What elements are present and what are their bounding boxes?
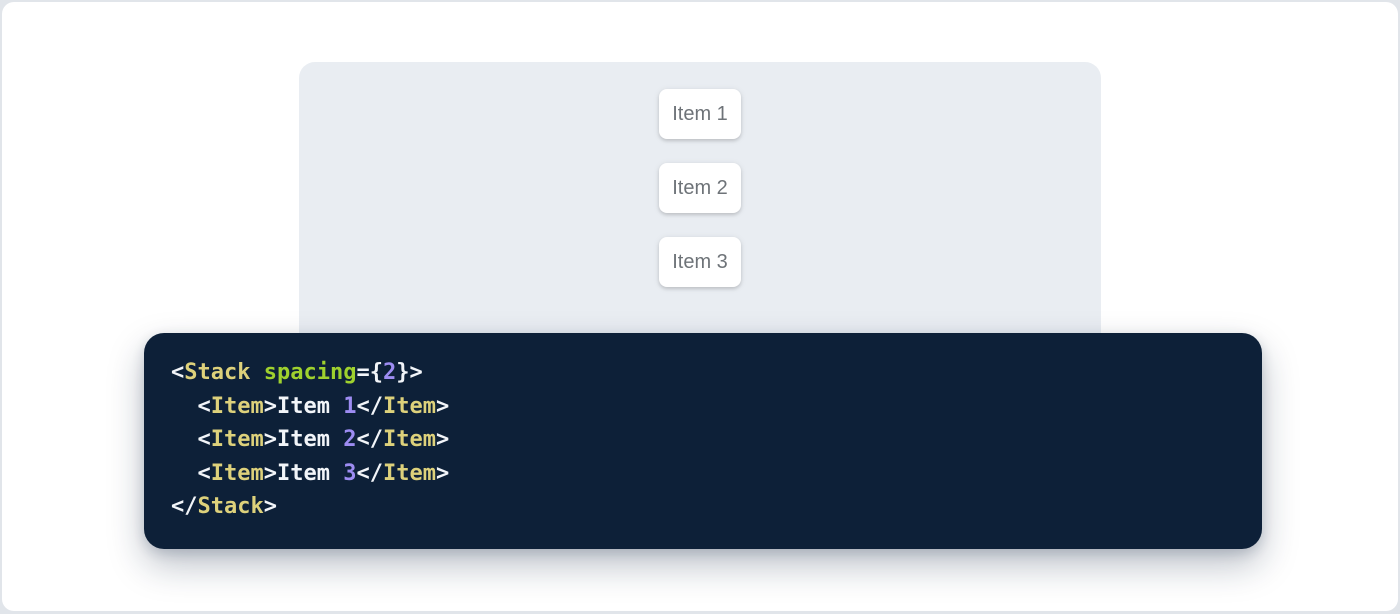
code-block: <Stack spacing={2}> <Item>Item 1</Item> … [144, 333, 1262, 549]
stack-item-1-label: Item 1 [672, 102, 728, 125]
stack-item-2-label: Item 2 [672, 176, 728, 199]
code-line: </Stack> [171, 494, 277, 520]
stack-item-2: Item 2 [659, 163, 741, 213]
stack-item-3: Item 3 [659, 237, 741, 287]
code-line: <Item>Item 2</Item> [197, 427, 450, 453]
code-line: <Stack spacing={2}> [171, 360, 423, 385]
code-line: <Item>Item 1</Item> [197, 393, 450, 419]
code-line: <Item>Item 3</Item> [197, 460, 450, 486]
code-lines: <Stack spacing={2}> <Item>Item 1</Item> … [171, 356, 1235, 524]
stack-preview-panel: Item 1 Item 2 Item 3 [299, 62, 1101, 354]
stack-item-1: Item 1 [659, 89, 741, 139]
stack-item-3-label: Item 3 [672, 250, 728, 273]
